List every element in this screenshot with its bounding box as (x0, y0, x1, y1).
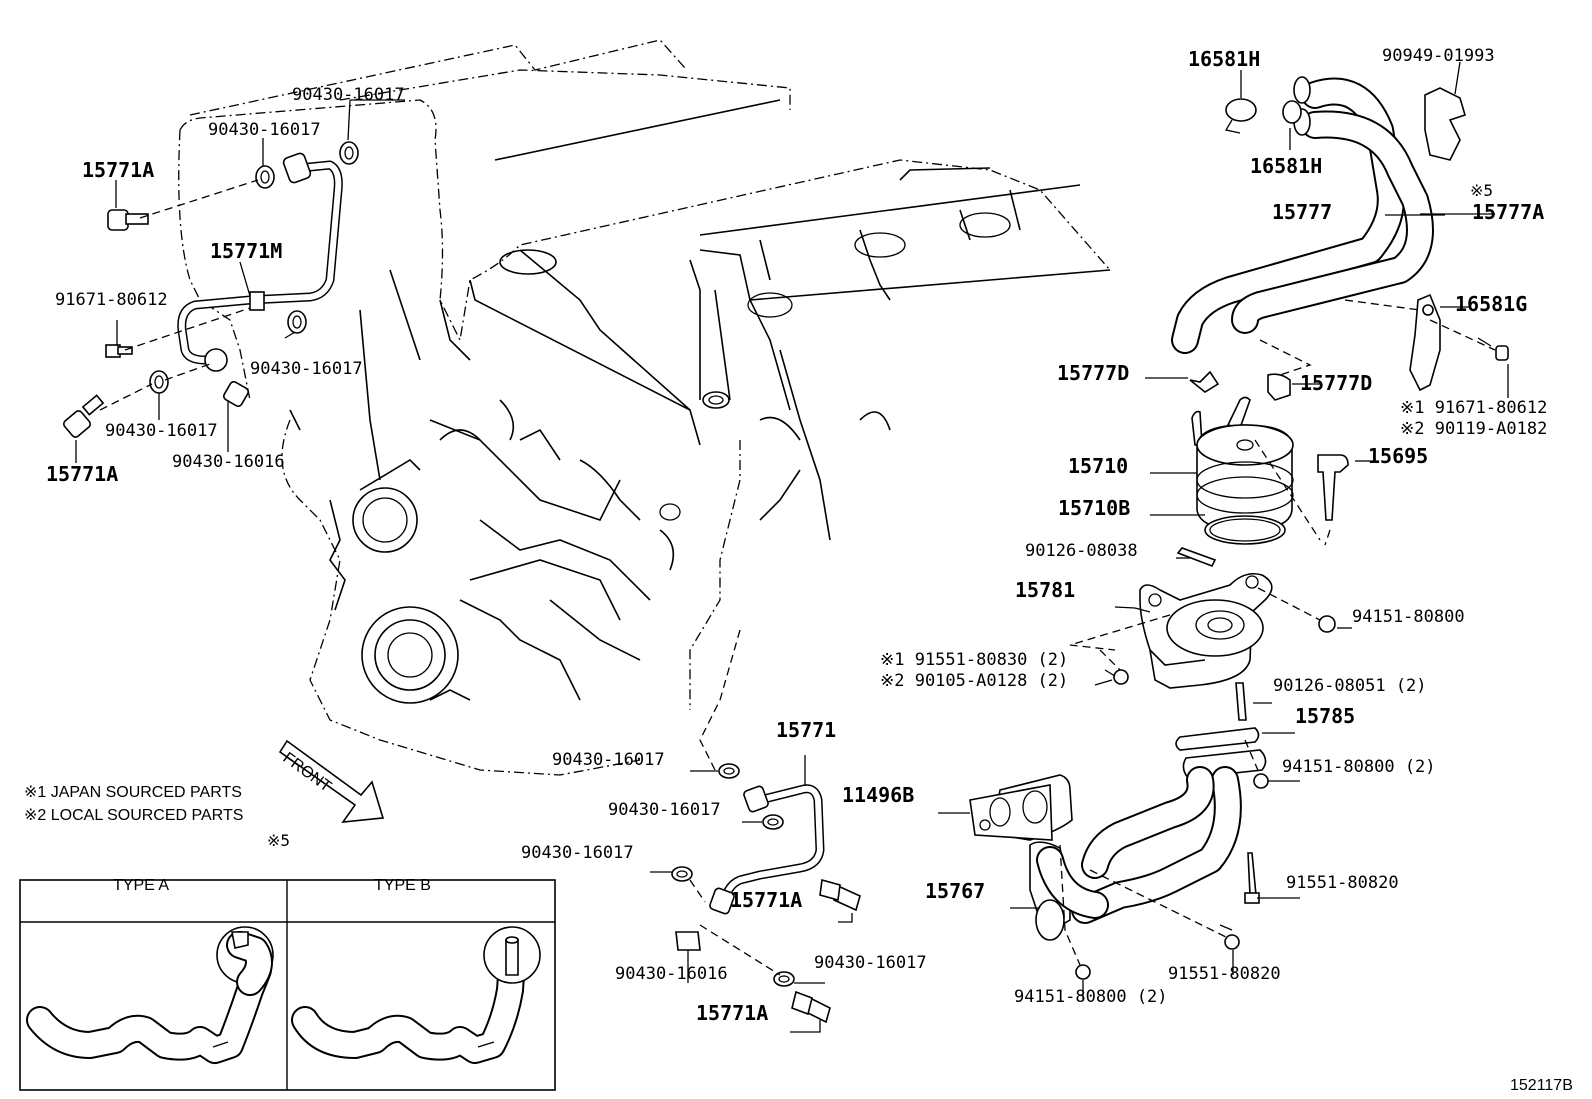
note-japan-sourced: ※1 JAPAN SOURCED PARTS (24, 784, 242, 801)
part-number-91551-80830[interactable]: ※1 91551-80830 (2) (880, 650, 1068, 670)
part-number-16581h[interactable]: 16581H (1250, 154, 1322, 178)
stud-icon (1176, 547, 1217, 568)
part-number-90119-a0182[interactable]: ※2 90119-A0182 (1400, 419, 1547, 439)
part-number-90430-16017[interactable]: 90430-16017 (552, 750, 665, 770)
part-number-15777[interactable]: 15777 (1272, 200, 1332, 224)
part-number-91671-80612[interactable]: 91671-80612 (55, 290, 168, 310)
part-number-90430-16017[interactable]: 90430-16017 (105, 421, 218, 441)
oil-filter-bracket (1069, 547, 1352, 721)
washer-icon (671, 866, 693, 882)
hose-clamp-icon (1225, 98, 1257, 122)
part-labels: 90430-16017 90430-16017 15771A 15771M 91… (24, 46, 1573, 1094)
part-number-94151-80800[interactable]: 94151-80800 (2) (1014, 987, 1168, 1007)
type-comparison-box (19, 879, 556, 1091)
washer-icon (255, 165, 275, 189)
washer-icon (149, 370, 169, 394)
bolt-icon (1113, 669, 1129, 685)
water-hoses (1171, 61, 1509, 398)
hose-clamp-icon (1189, 370, 1220, 393)
nut-icon (1318, 615, 1336, 633)
part-number-90430-16017[interactable]: 90430-16017 (292, 85, 405, 105)
type-b-label: TYPE B (374, 877, 431, 894)
hose-clip-icon (1424, 87, 1466, 161)
part-number-90430-16017[interactable]: 90430-16017 (521, 843, 634, 863)
engine-block-illustration (178, 39, 1111, 776)
bracket-icon (1409, 293, 1441, 392)
part-number-15785[interactable]: 15785 (1295, 704, 1355, 728)
part-number-15710b[interactable]: 15710B (1058, 496, 1130, 520)
part-number-90430-16017[interactable]: 90430-16017 (814, 953, 927, 973)
part-number-90430-16016[interactable]: 90430-16016 (615, 964, 728, 984)
washer-icon (718, 763, 740, 779)
part-number-91551-80820[interactable]: 91551-80820 (1168, 964, 1281, 984)
part-number-90430-16016[interactable]: 90430-16016 (172, 452, 285, 472)
type-a-label: TYPE A (113, 877, 169, 894)
part-number-91671-80612[interactable]: ※1 91671-80612 (1400, 398, 1547, 418)
part-number-15777d[interactable]: 15777D (1057, 361, 1129, 385)
nut-icon (1253, 773, 1269, 789)
part-number-15695[interactable]: 15695 (1368, 444, 1428, 468)
hose-clamp-icon (1282, 100, 1302, 124)
part-number-90126-08038[interactable]: 90126-08038 (1025, 541, 1138, 561)
diagram-id: 152117B (1510, 1077, 1573, 1094)
washer-icon (762, 814, 784, 830)
part-number-15771a[interactable]: 15771A (82, 158, 154, 182)
bolt-icon (675, 931, 701, 951)
o-ring-icon (1204, 515, 1286, 545)
part-number-15710[interactable]: 15710 (1068, 454, 1128, 478)
bolt-icon (1247, 852, 1257, 896)
part-number-15781[interactable]: 15781 (1015, 578, 1075, 602)
oil-filter-assembly (1145, 370, 1370, 546)
part-number-15777a[interactable]: 15777A (1472, 200, 1544, 224)
part-number-90430-16017[interactable]: 90430-16017 (250, 359, 363, 379)
note-local-sourced: ※2 LOCAL SOURCED PARTS (24, 807, 243, 824)
note-ref-5: ※5 (1470, 181, 1493, 200)
bolt-icon (223, 381, 249, 407)
bolt-icon (1317, 454, 1349, 521)
hose-clamp-icon (1267, 373, 1291, 401)
gasket-icon (1175, 727, 1260, 751)
part-number-15777d[interactable]: 15777D (1300, 371, 1372, 395)
washer-icon (287, 310, 307, 334)
part-number-15771a[interactable]: 15771A (730, 888, 802, 912)
oil-cooler-pipe (938, 727, 1300, 1000)
part-number-16581g[interactable]: 16581G (1455, 292, 1527, 316)
union-bolt-icon (62, 410, 92, 438)
bolt-icon (1495, 345, 1509, 361)
part-number-16581h[interactable]: 16581H (1188, 47, 1260, 71)
washer-icon (773, 971, 795, 987)
part-number-15767[interactable]: 15767 (925, 879, 985, 903)
part-number-15771[interactable]: 15771 (776, 718, 836, 742)
part-number-15771m[interactable]: 15771M (210, 239, 282, 263)
part-number-90949-01993[interactable]: 90949-01993 (1382, 46, 1495, 66)
front-arrow-icon (278, 739, 385, 823)
part-number-91551-80820[interactable]: 91551-80820 (1286, 873, 1399, 893)
union-bolt-icon (107, 209, 129, 231)
part-number-94151-80800[interactable]: 94151-80800 (1352, 607, 1465, 627)
washer-icon (339, 141, 359, 165)
part-number-90430-16017[interactable]: 90430-16017 (208, 120, 321, 140)
part-number-90126-08051[interactable]: 90126-08051 (2) (1273, 676, 1427, 696)
nut-icon (1075, 964, 1091, 980)
part-number-11496b[interactable]: 11496B (842, 783, 914, 807)
part-number-90430-16017[interactable]: 90430-16017 (608, 800, 721, 820)
part-number-15771a[interactable]: 15771A (696, 1001, 768, 1025)
stud-icon (1235, 682, 1247, 721)
oil-pipe-15771 (650, 629, 861, 1033)
oil-pipe-15771m (62, 99, 405, 463)
part-number-94151-80800[interactable]: 94151-80800 (2) (1282, 757, 1436, 777)
bolt-icon (1224, 934, 1240, 950)
part-number-15771a[interactable]: 15771A (46, 462, 118, 486)
type-box-ref: ※5 (267, 831, 290, 850)
part-number-90105-a0128[interactable]: ※2 90105-A0128 (2) (880, 671, 1068, 691)
